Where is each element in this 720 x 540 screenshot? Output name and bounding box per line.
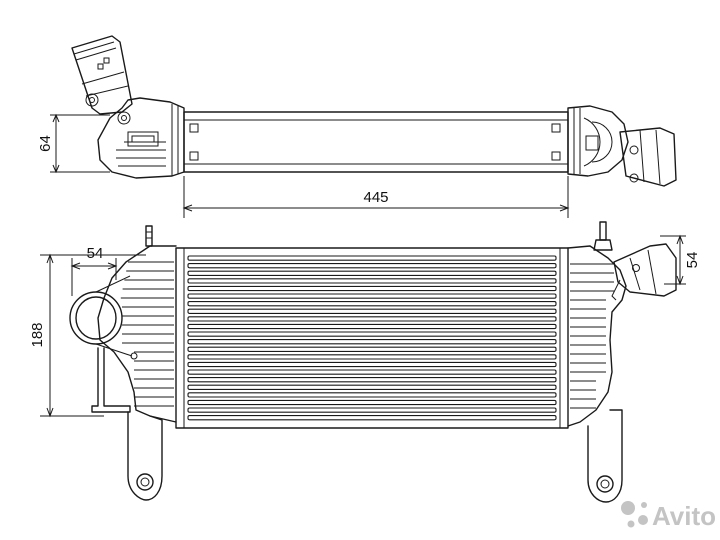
core-fin-strip — [187, 323, 557, 330]
dimension-outlet-right-label: 54 — [684, 252, 701, 269]
top-view: 64 — [37, 35, 677, 187]
core-fin-strip — [187, 377, 557, 383]
front-view: 54 188 54 — [29, 221, 701, 503]
core-fin-strip — [187, 415, 557, 421]
dimension-height-top-label: 64 — [37, 135, 54, 152]
left-tank-ribs — [120, 261, 174, 407]
core-fin-strip — [187, 354, 557, 360]
core-fin-strip — [187, 407, 557, 413]
core-fins — [187, 255, 557, 421]
dimension-length: 445 — [182, 176, 570, 218]
core-fin-strip — [187, 308, 557, 314]
core-fin-strip — [187, 399, 557, 406]
avito-watermark: Avito — [621, 501, 716, 531]
watermark-text: Avito — [652, 501, 716, 531]
core-fin-strip — [187, 293, 557, 299]
dimension-height-core-label: 188 — [29, 322, 46, 347]
core-fin-strip — [187, 278, 557, 284]
core-fin-strip — [187, 316, 557, 322]
core-fin-strip — [187, 255, 557, 261]
core-fin-strip — [187, 361, 557, 368]
core-fin-strip — [187, 263, 557, 269]
core-fin-strip — [187, 331, 557, 337]
avito-logo-icon — [621, 501, 648, 528]
core-fin-strip — [187, 369, 557, 375]
core-fin-strip — [187, 270, 557, 276]
dimension-length-label: 445 — [363, 189, 388, 206]
core-fin-strip — [187, 285, 557, 292]
core-fin-strip — [187, 339, 557, 345]
core-fin-strip — [187, 301, 557, 307]
core-fin-strip — [187, 346, 557, 352]
dimension-inlet-left-label: 54 — [87, 245, 104, 262]
core-fin-strip — [187, 384, 557, 390]
core-fin-strip — [187, 392, 557, 398]
right-tank-ribs — [570, 263, 614, 409]
